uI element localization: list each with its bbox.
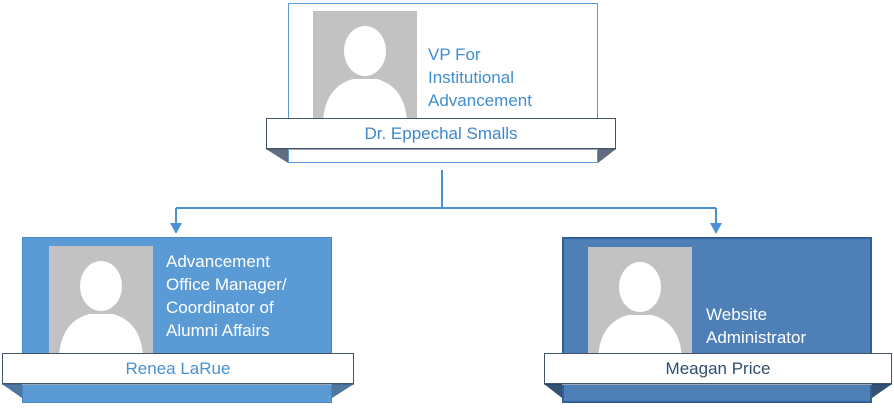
position-title: Website Administrator	[706, 305, 807, 347]
arrow-down-icon	[710, 223, 722, 234]
position-title: VP For Institutional Advancement	[428, 45, 532, 110]
arrow-down-icon	[170, 223, 182, 234]
person-silhouette-icon	[588, 247, 692, 357]
name-label: Renea LaRue	[2, 353, 354, 384]
position-title: Advancement Office Manager/ Coordinator …	[166, 252, 287, 340]
person-silhouette-icon	[313, 11, 417, 121]
person-silhouette-icon	[49, 246, 153, 356]
name-label: Dr. Eppechal Smalls	[266, 118, 616, 149]
name-label: Meagan Price	[544, 353, 892, 384]
